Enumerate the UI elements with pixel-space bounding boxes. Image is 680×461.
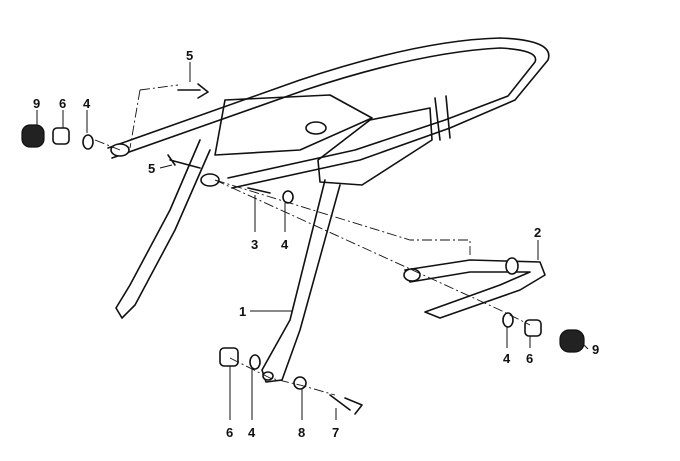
callout-7: 7 — [332, 425, 339, 440]
callout-1: 1 — [239, 304, 246, 319]
cap-nut-9 — [21, 124, 45, 148]
callout-4: 4 — [281, 237, 289, 252]
washer-4 — [249, 354, 261, 370]
washer-4 — [282, 190, 294, 204]
stud-3 — [247, 187, 271, 194]
callout-4: 4 — [248, 425, 256, 440]
washer-4 — [82, 134, 94, 150]
grab-rail-part[interactable] — [403, 257, 546, 319]
cap-nut-9 — [559, 329, 585, 353]
callout-6: 6 — [226, 425, 233, 440]
callout-9: 9 — [33, 96, 40, 111]
bolt-5 — [167, 154, 201, 169]
nut-6 — [524, 319, 542, 337]
callout-2: 2 — [534, 225, 541, 240]
washer-8 — [293, 376, 307, 390]
callout-8: 8 — [298, 425, 305, 440]
callout-4: 4 — [83, 96, 91, 111]
callout-5: 5 — [148, 161, 155, 176]
nut-6 — [52, 127, 70, 145]
callout-labels: 5 9 6 4 5 3 4 2 1 4 6 9 6 4 8 7 — [33, 48, 599, 440]
assembly-lines — [94, 84, 531, 396]
screw-5 — [177, 83, 209, 99]
rear-frame-part[interactable] — [107, 37, 550, 383]
bolt-7 — [329, 394, 363, 415]
callout-9: 9 — [592, 342, 599, 357]
callout-5: 5 — [186, 48, 193, 63]
nut-6 — [219, 347, 239, 367]
hardware-parts — [21, 83, 585, 415]
callout-6: 6 — [59, 96, 66, 111]
leader-lines — [36, 62, 589, 420]
washer-4 — [502, 312, 514, 328]
callout-6: 6 — [526, 351, 533, 366]
callout-4: 4 — [503, 351, 511, 366]
callout-3: 3 — [251, 237, 258, 252]
